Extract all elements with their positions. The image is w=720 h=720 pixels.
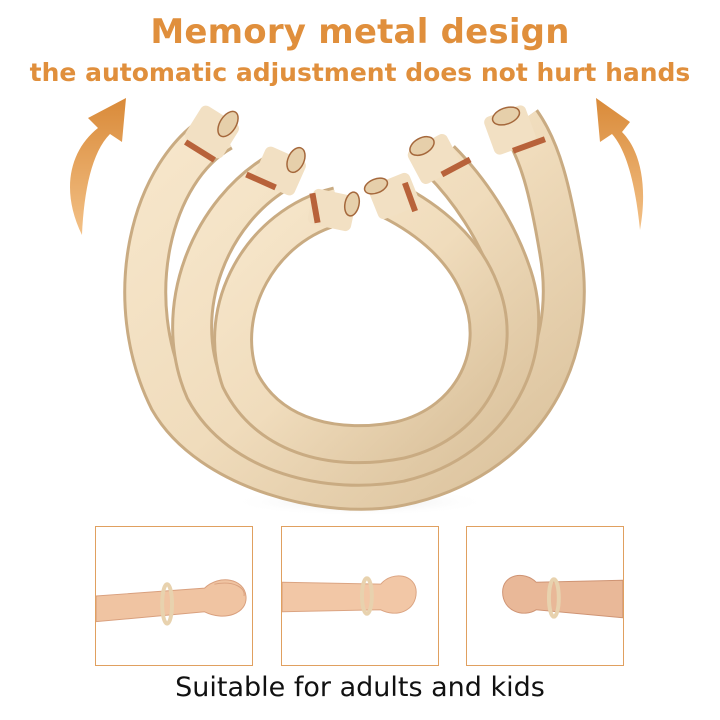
arrow-up-left-icon xyxy=(70,98,126,235)
child-wrist-panel xyxy=(466,526,624,666)
inner-band xyxy=(213,172,509,465)
adult-wrist-panel xyxy=(95,526,253,666)
headline-title: Memory metal design xyxy=(150,12,570,52)
middle-band xyxy=(171,134,541,487)
wrist-panels xyxy=(0,526,720,666)
child-wrist-image xyxy=(502,574,623,619)
caption-text: Suitable for adults and kids xyxy=(175,672,545,703)
adult-wrist-image xyxy=(96,579,247,626)
headline-subtitle: the automatic adjustment does not hurt h… xyxy=(29,58,691,87)
memory-band-illustration xyxy=(70,98,644,516)
teen-wrist-panel xyxy=(281,526,439,666)
outer-band xyxy=(123,105,586,511)
arrow-up-right-icon xyxy=(596,98,644,230)
teen-wrist-image xyxy=(282,575,417,616)
